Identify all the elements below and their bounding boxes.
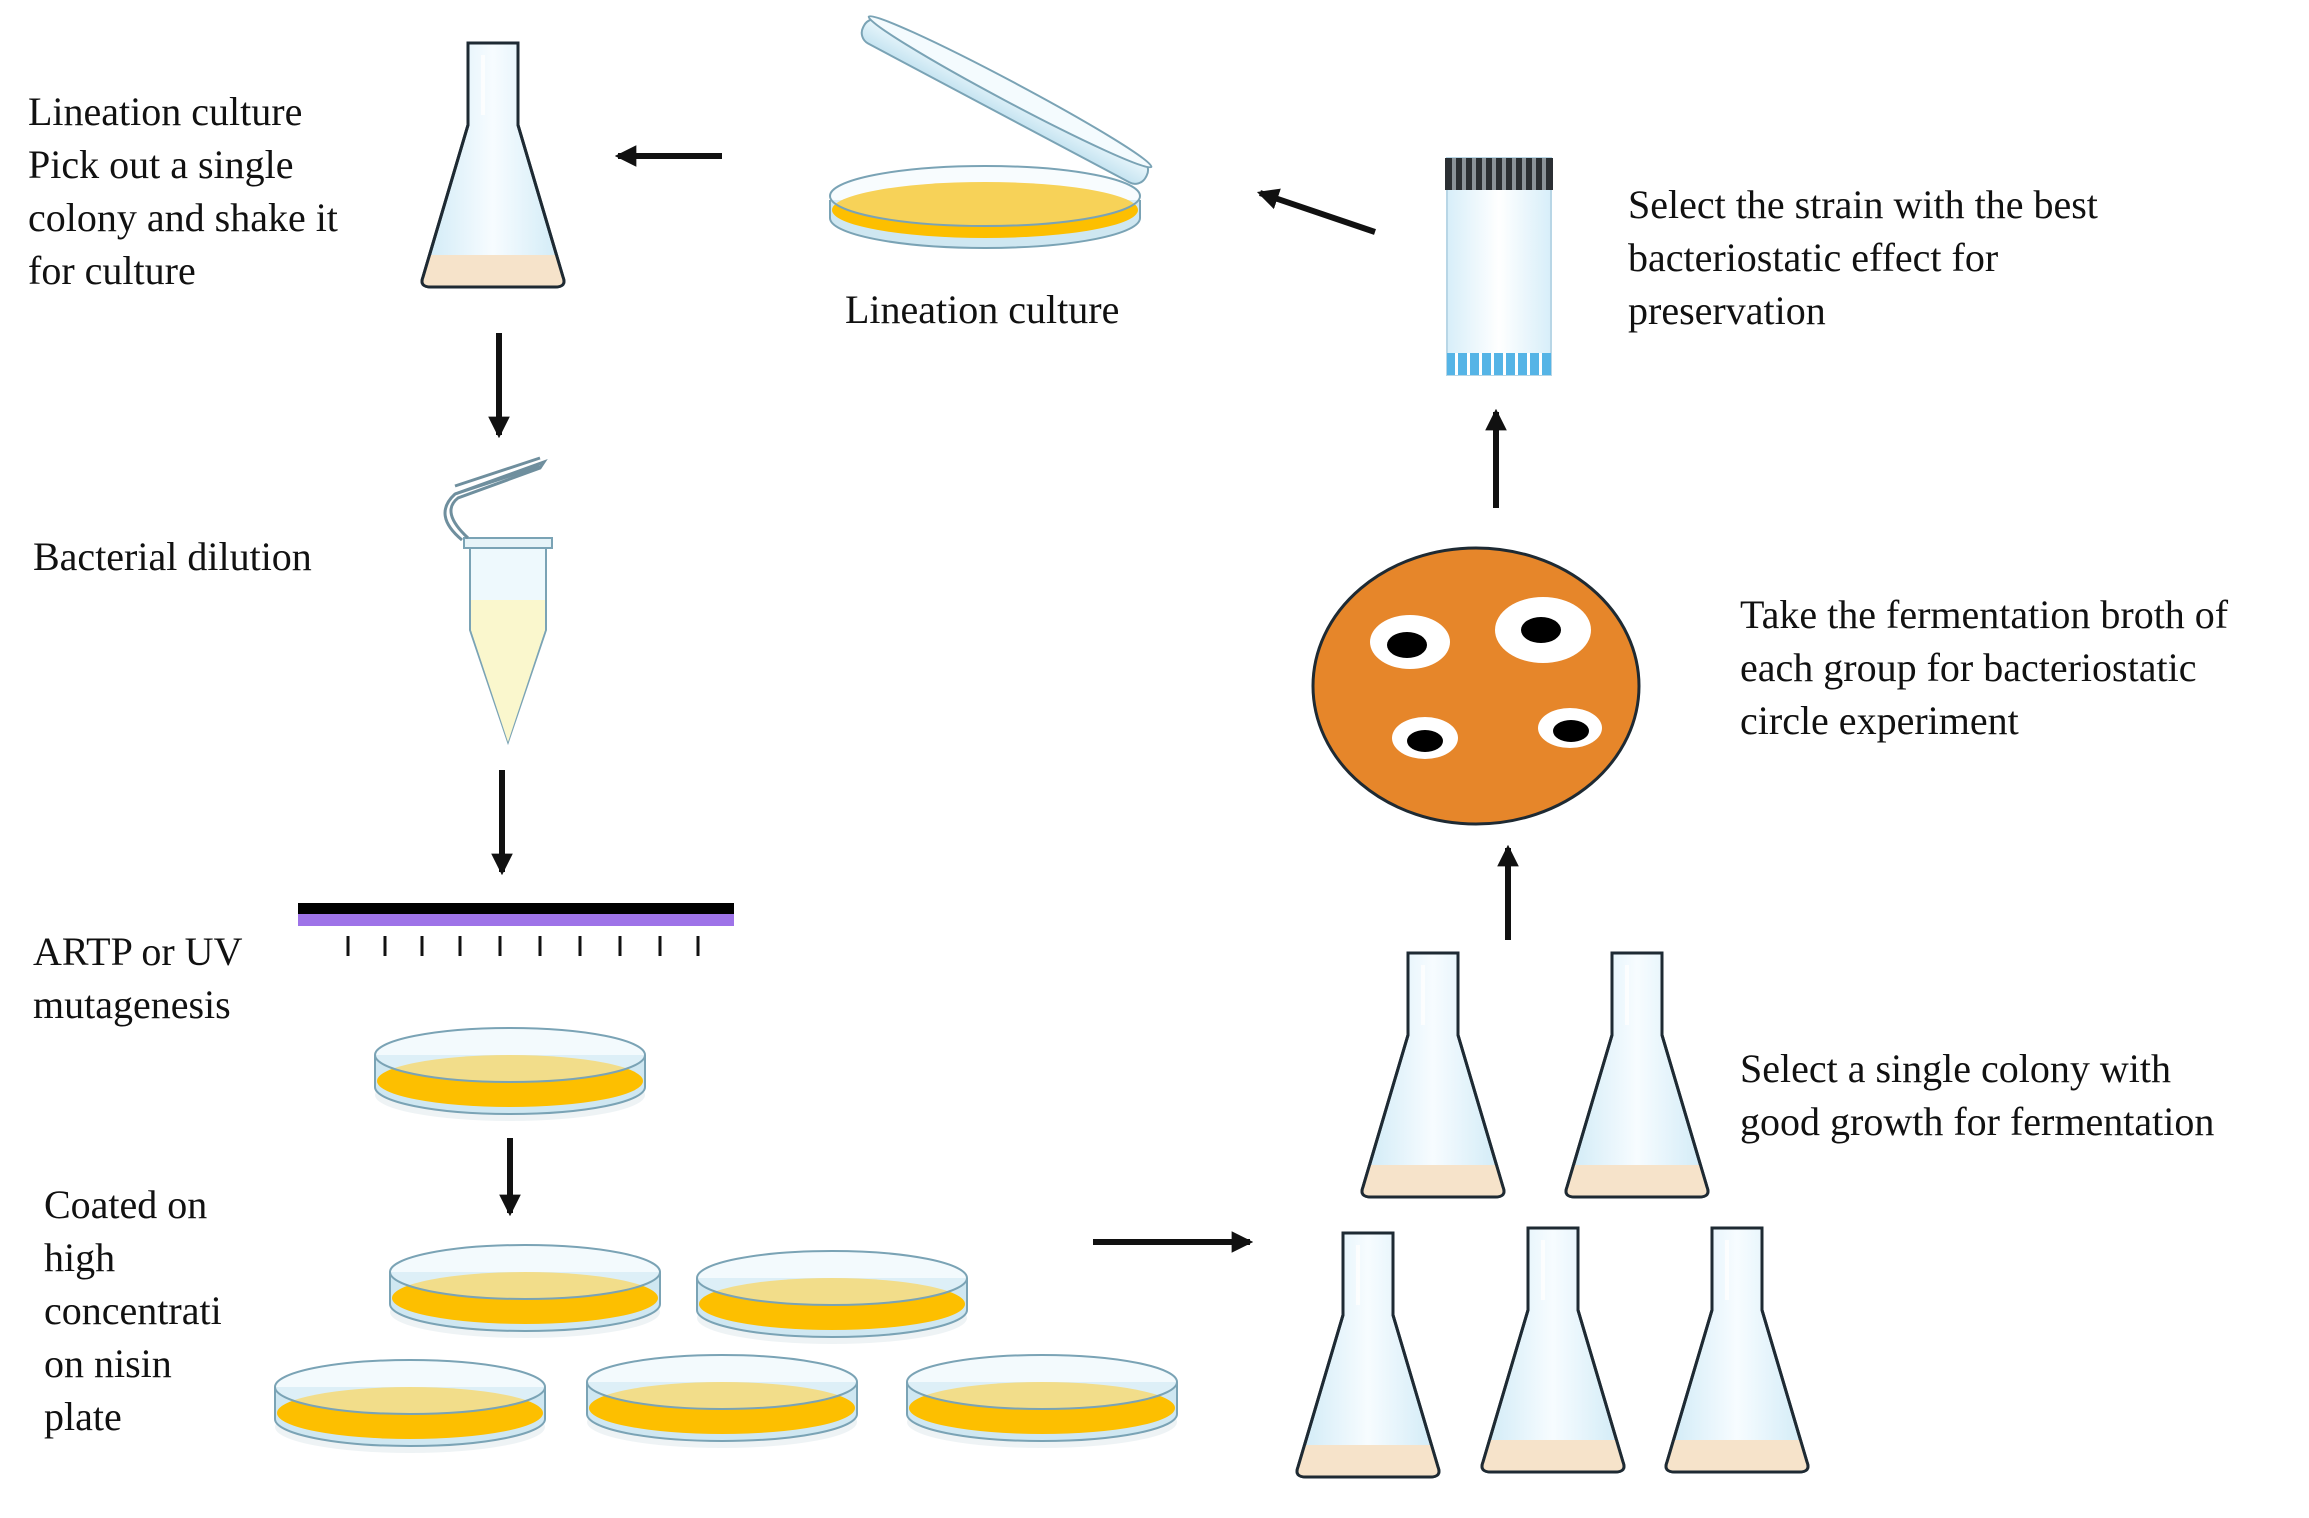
uv-lamp-icon (298, 903, 734, 956)
label-line: on nisin (44, 1341, 172, 1386)
petri-dish-icon (389, 1244, 661, 1339)
coating-step-label: Coated on high concentrati on nisin plat… (44, 1178, 222, 1443)
lineation-culture-step-label: Lineation culture Pick out a single colo… (28, 85, 338, 297)
petri-dish-icon (906, 1354, 1178, 1449)
arrow-icon (1256, 188, 1376, 235)
bacterial-dilution-label: Bacterial dilution (33, 530, 312, 583)
inhibition-zone-plate-icon (1311, 546, 1641, 826)
label-line: Pick out a single (28, 142, 294, 187)
label-line: Bacterial dilution (33, 534, 312, 579)
label-line: Take the fermentation broth of (1740, 592, 2229, 637)
microcentrifuge-tube-icon (443, 456, 553, 746)
fermentation-step-label: Select a single colony with good growth … (1740, 1042, 2214, 1148)
bacteriostatic-experiment-label: Take the fermentation broth of each grou… (1740, 588, 2228, 747)
label-line: Coated on (44, 1182, 208, 1227)
cryovial-icon (1445, 157, 1553, 376)
label-line: good growth for fermentation (1740, 1099, 2215, 1144)
erlenmeyer-flask-icon (1360, 951, 1506, 1199)
erlenmeyer-flask-icon (1295, 1231, 1441, 1479)
mutagenesis-label: ARTP or UV mutagenesis (33, 925, 242, 1031)
label-line: high (44, 1235, 116, 1280)
label-line: preservation (1628, 288, 1826, 333)
erlenmeyer-flask-icon (1664, 1226, 1810, 1474)
label-line: each group for bacteriostatic (1740, 645, 2197, 690)
label-line: concentrati (44, 1288, 222, 1333)
erlenmeyer-flask-icon (1480, 1226, 1626, 1474)
petri-dish-icon (374, 1027, 646, 1122)
petri-dish-icon (829, 15, 1153, 249)
erlenmeyer-flask-icon (1564, 951, 1710, 1199)
petri-dish-icon (696, 1250, 968, 1345)
label-line: colony and shake it (28, 195, 338, 240)
label-line: for culture (28, 248, 196, 293)
label-line: ARTP or UV (33, 929, 243, 974)
label-line: Select the strain with the best (1628, 182, 2098, 227)
lineation-culture-plate-label: Lineation culture (845, 283, 1119, 336)
petri-dish-icon (586, 1354, 858, 1449)
label-line: bacteriostatic effect for (1628, 235, 1999, 280)
label-line: circle experiment (1740, 698, 2019, 743)
erlenmeyer-flask-icon (420, 41, 566, 289)
petri-dish-icon (274, 1359, 546, 1454)
label-line: mutagenesis (33, 982, 231, 1027)
label-line: Lineation culture (845, 287, 1120, 332)
label-line: plate (44, 1394, 122, 1439)
preservation-step-label: Select the strain with the best bacterio… (1628, 178, 2098, 337)
label-line: Select a single colony with (1740, 1046, 2172, 1091)
label-line: Lineation culture (28, 89, 303, 134)
